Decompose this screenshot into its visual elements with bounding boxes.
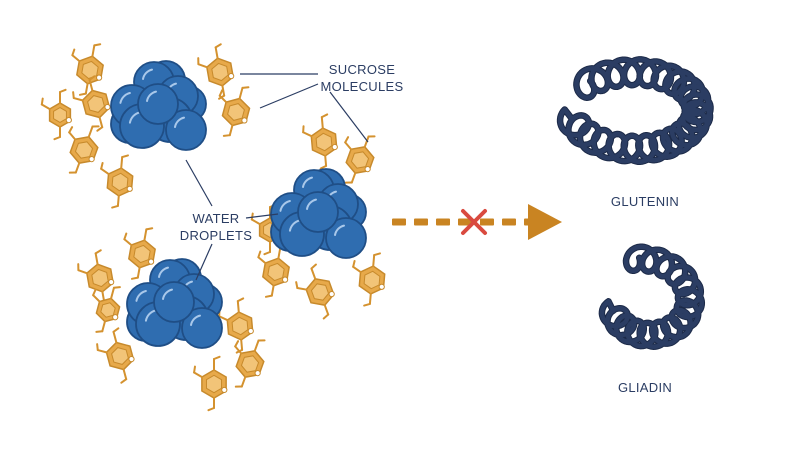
blocked-arrow xyxy=(392,204,562,240)
water-label-line1: WATER xyxy=(192,211,240,226)
sucrose-molecule xyxy=(295,263,335,320)
sucrose-molecule xyxy=(123,227,156,280)
sucrose-molecule xyxy=(302,113,338,170)
leader-line xyxy=(195,243,213,281)
leader-lines xyxy=(185,73,369,281)
sucrose-molecule xyxy=(344,135,376,184)
sucrose-label-line1: SUCROSE xyxy=(328,62,396,77)
gliadin-protein xyxy=(598,243,706,350)
water-droplet xyxy=(137,83,179,125)
sucrose-molecule xyxy=(218,86,251,137)
sucrose-molecule xyxy=(352,252,386,307)
cross-mark-icon xyxy=(461,209,487,235)
sucrose-label-line2: MOLECULES xyxy=(320,79,404,94)
leader-line xyxy=(259,83,319,109)
arrow-dash xyxy=(458,218,472,226)
leader-line xyxy=(185,159,213,207)
sucrose-molecule xyxy=(100,154,134,209)
arrow-dash xyxy=(436,218,450,226)
sucrose-molecules-label: SUCROSE MOLECULES xyxy=(314,61,410,95)
gluten-proteins-layer xyxy=(556,56,714,350)
water-droplet xyxy=(297,191,339,233)
water-label-line2: DROPLETS xyxy=(179,228,253,243)
glutenin-protein xyxy=(556,56,714,165)
sucrose-molecule xyxy=(72,75,111,132)
leader-line xyxy=(329,91,369,143)
sucrose-molecule xyxy=(71,43,104,96)
sucrose-molecule xyxy=(68,125,100,174)
sucrose-molecule xyxy=(40,88,72,141)
water-droplet xyxy=(181,307,223,349)
leader-line xyxy=(245,213,279,219)
water-droplet xyxy=(165,109,207,151)
arrow-dash xyxy=(414,218,428,226)
glutenin-label: GLUTENIN xyxy=(610,194,680,209)
gliadin-label: GLIADIN xyxy=(617,380,673,395)
sucrose-molecule xyxy=(234,339,266,388)
sucrose-molecule xyxy=(96,327,135,384)
sucrose-molecule xyxy=(193,355,228,412)
arrow-dash xyxy=(480,218,494,226)
arrow-right-icon xyxy=(528,204,562,240)
sucrose-molecule xyxy=(92,286,121,333)
arrow-dash xyxy=(502,218,516,226)
water-droplets-layer xyxy=(110,60,367,349)
water-droplet xyxy=(153,281,195,323)
water-droplets-label: WATER DROPLETS xyxy=(176,210,256,244)
sucrose-molecule xyxy=(218,297,254,354)
water-droplet xyxy=(325,217,367,259)
sucrose-molecule xyxy=(77,249,115,306)
arrow-dash xyxy=(392,218,406,226)
sucrose-molecule xyxy=(197,43,235,100)
